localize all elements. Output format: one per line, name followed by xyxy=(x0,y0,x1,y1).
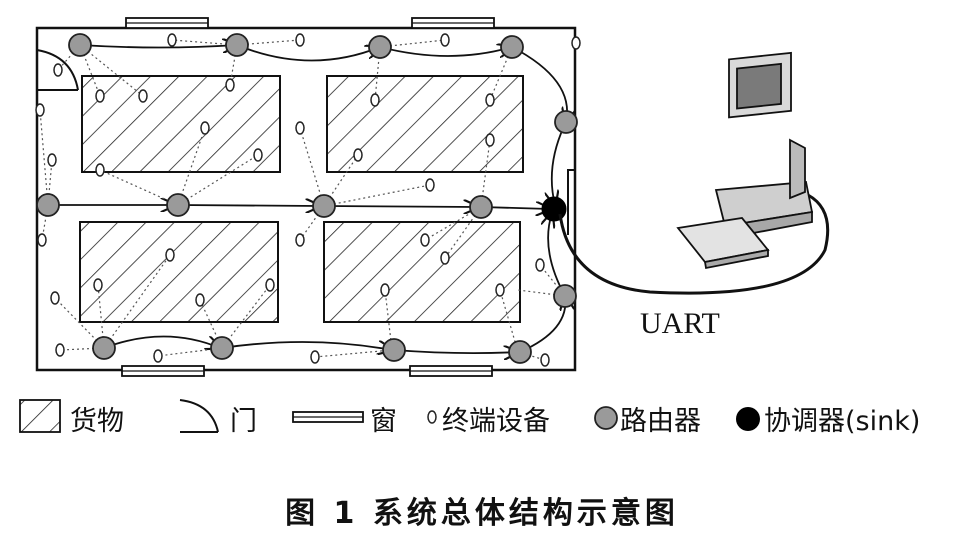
routers xyxy=(36,33,578,364)
legend-label-router: 路由器 xyxy=(620,405,701,437)
uart-cable xyxy=(558,193,830,295)
legend-item-window: 窗 xyxy=(370,395,397,441)
gray-circle-icon xyxy=(594,406,618,430)
coordinator-sink xyxy=(541,196,567,222)
window-top-left xyxy=(125,17,209,29)
computer-icon xyxy=(676,51,814,270)
legend-item-door: 门 xyxy=(230,395,257,441)
legend-item-router: 路由器 xyxy=(620,395,701,441)
legend-item-terminal: 终端设备 xyxy=(442,395,550,441)
cargo-block-1 xyxy=(81,75,281,173)
window-bottom-right xyxy=(409,365,493,377)
window-bottom-left xyxy=(121,365,205,377)
legend-item-coordinator: 协调器(sink) xyxy=(764,395,920,441)
legend-label-window: 窗 xyxy=(370,405,397,437)
uart-label: UART xyxy=(640,307,720,340)
figure-caption: 图 1 系统总体结构示意图 xyxy=(285,496,679,531)
window-top-right xyxy=(411,17,495,29)
legend-label-cargo: 货物 xyxy=(70,405,124,437)
terminal-devices xyxy=(35,33,581,367)
cargo-block-3 xyxy=(79,221,279,323)
legend-icons xyxy=(19,399,760,433)
door-arc-icon xyxy=(179,399,219,433)
legend-label-coordinator: 协调器(sink) xyxy=(764,405,921,437)
legend: 货物 门 窗 终端设备 路由器 协调器(sink) xyxy=(18,395,958,445)
black-circle-icon xyxy=(736,407,760,431)
legend-item-cargo: 货物 xyxy=(70,395,124,441)
legend-label-terminal: 终端设备 xyxy=(442,405,550,437)
small-circle-icon xyxy=(427,410,437,424)
door-right xyxy=(567,169,576,235)
door-left xyxy=(36,49,79,91)
cargo-hatched-icon xyxy=(19,399,61,433)
window-icon xyxy=(292,411,364,423)
legend-label-door: 门 xyxy=(230,405,257,437)
